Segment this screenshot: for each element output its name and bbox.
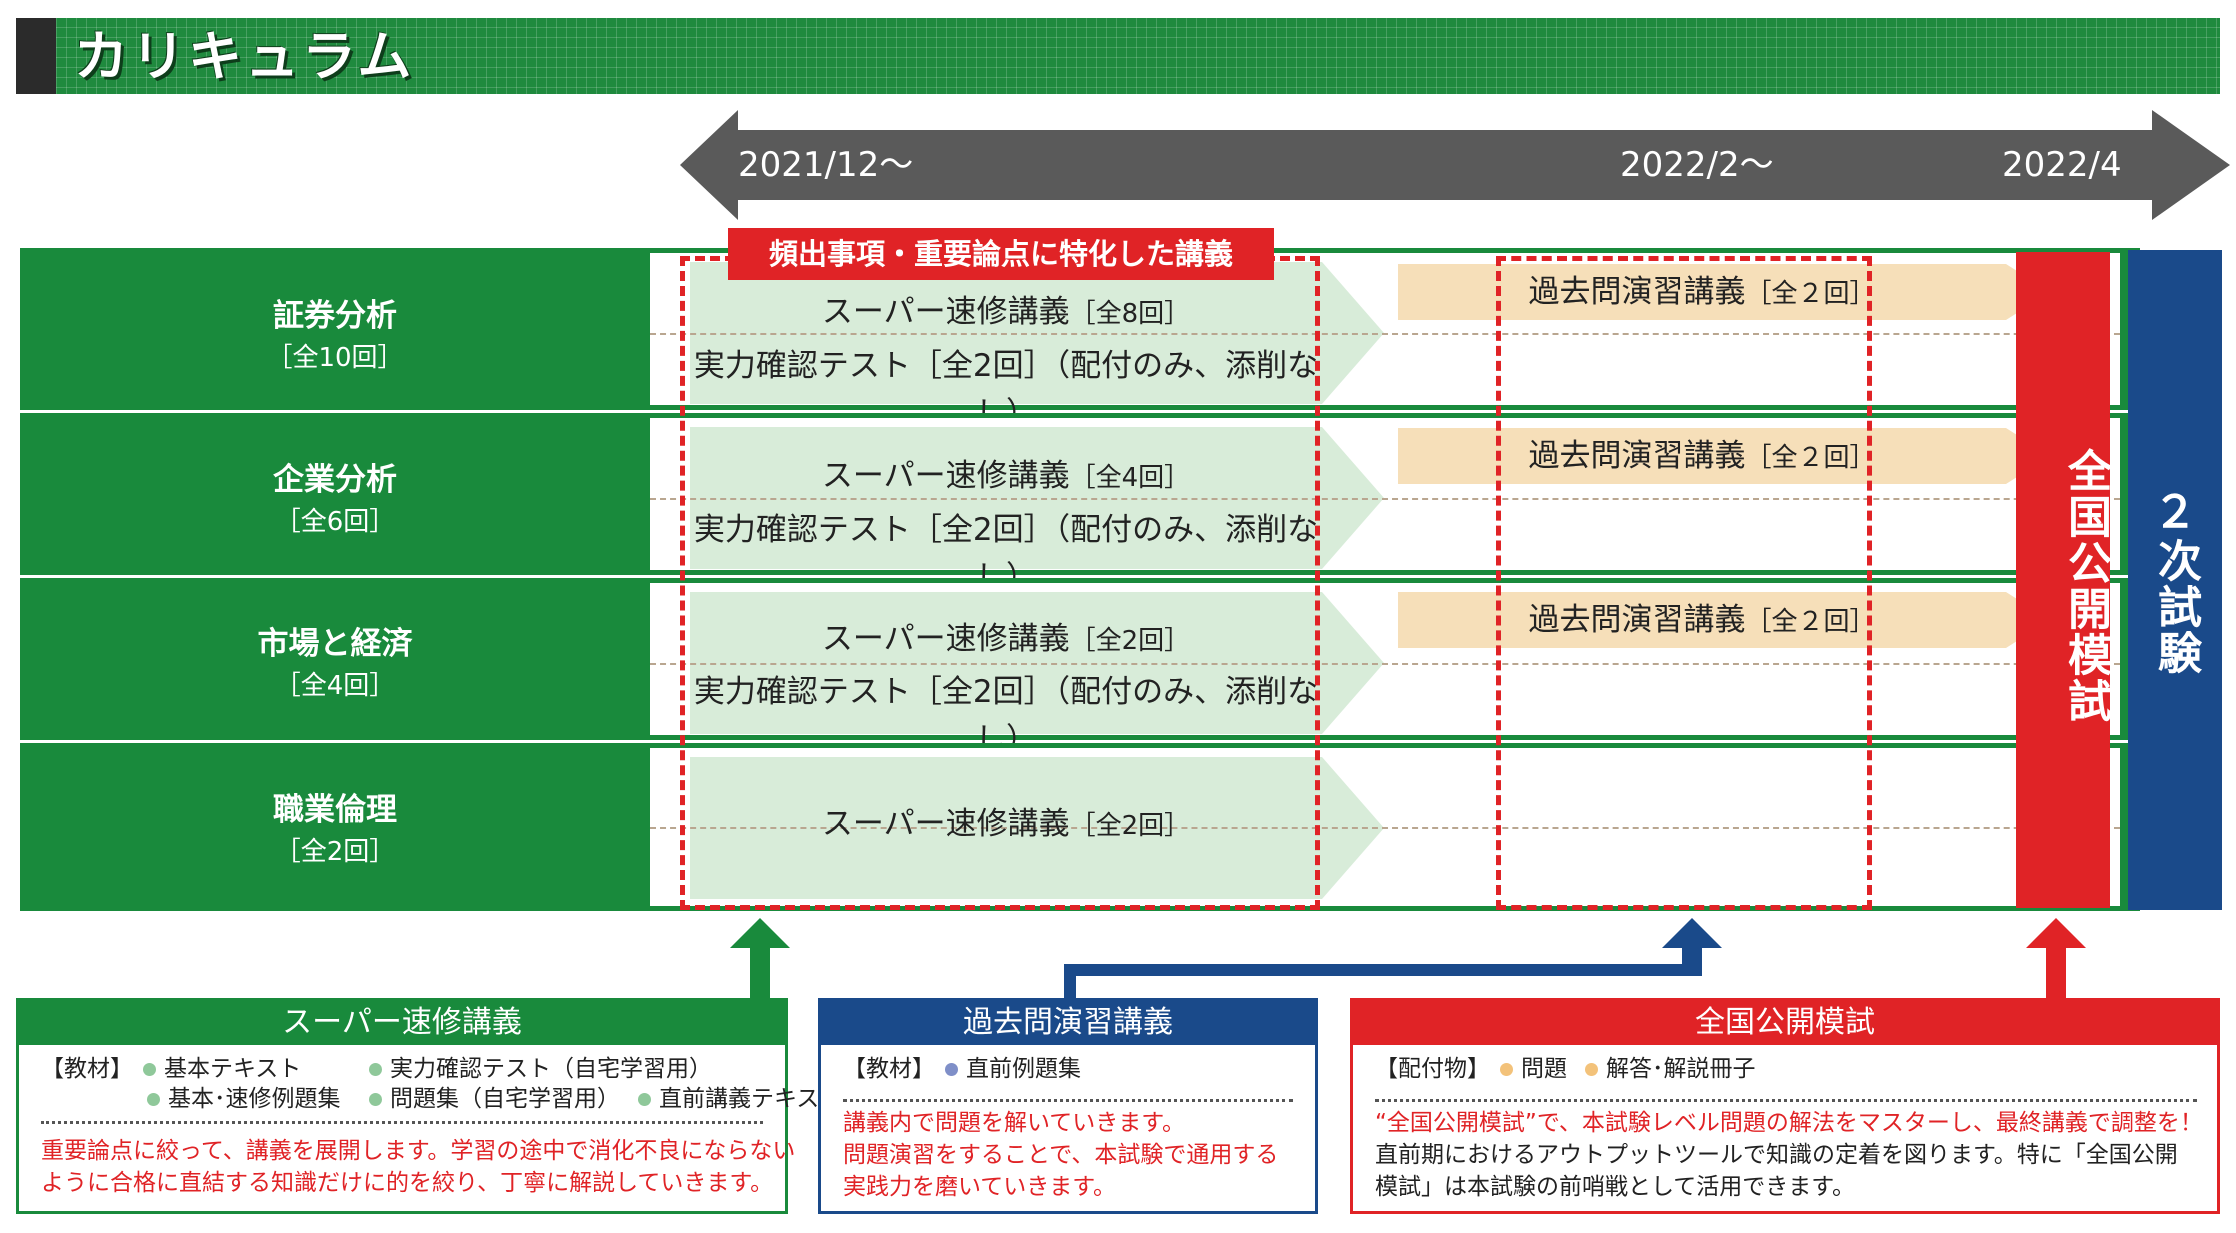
- focus-label: 頻出事項・重要論点に特化した講義: [728, 228, 1274, 280]
- timeline-arrow: [680, 110, 2230, 220]
- subject-count: ［全4回］: [274, 671, 396, 701]
- row-divider: [650, 333, 2120, 335]
- info-separator: [1375, 1099, 2197, 1102]
- info-desc-line-2: 模試」は本試験の前哨戦として活用できます。: [1375, 1174, 1856, 1200]
- mock-exam-bar: 全国公開模試: [2016, 252, 2111, 908]
- lecture-title: スーパー速修講義［全4回］: [821, 458, 1191, 494]
- subject-name: 証券分析: [273, 298, 397, 334]
- info-desc-red: “全国公開模試”で、本試験レベル問題の解法をマスターし、最終講義で調整を！: [1375, 1110, 2203, 1136]
- past-exam-info-box: 過去問演習講義 【教材】直前例題集 講義内で問題を解いていきます。 問題演習をす…: [818, 998, 1318, 1214]
- timeline-end-date: 2022/4: [2002, 145, 2122, 185]
- subject-count: ［全6回］: [274, 507, 396, 537]
- past-exam-title: 過去問演習講義［全２回］: [1528, 602, 1876, 638]
- info-separator: [41, 1121, 763, 1124]
- final-exam-number: ２: [2153, 487, 2197, 538]
- materials-line-1b: 実力確認テスト（自宅学習用）: [359, 1053, 712, 1085]
- header-banner: [16, 18, 2220, 94]
- subject-name: 企業分析: [273, 462, 397, 498]
- subject-count: ［全10回］: [266, 343, 404, 373]
- final-exam-label: 次試験: [2150, 538, 2201, 676]
- materials-line-1: 【配付物】問題解答･解説冊子: [1375, 1056, 1756, 1082]
- page-title: カリキュラム: [74, 25, 415, 88]
- mock-exam-up-arrow: [2026, 918, 2086, 1000]
- row-divider: [650, 827, 2120, 829]
- past-exam-period-frame: [1496, 256, 1872, 910]
- lecture-title: スーパー速修講義［全2回］: [821, 806, 1191, 842]
- past-exam-up-arrow: [1064, 918, 1722, 1002]
- test-title: 実力確認テスト［全2回］（配付のみ、添削なし）: [693, 674, 1319, 758]
- lecture-title: スーパー速修講義［全8回］: [821, 294, 1191, 330]
- info-box-title: 過去問演習講義: [821, 1001, 1315, 1045]
- subject-name: 職業倫理: [273, 792, 397, 828]
- past-exam-title: 過去問演習講義［全２回］: [1528, 274, 1876, 310]
- lecture-title: スーパー速修講義［全2回］: [821, 621, 1191, 657]
- row-divider: [650, 663, 2120, 665]
- materials-line-2: 基本･速修例題集: [137, 1083, 341, 1115]
- info-desc-line-1: 重要論点に絞って、講義を展開します。学習の途中で消化不良にならない: [41, 1138, 796, 1164]
- super-lecture-up-arrow: [730, 918, 790, 1000]
- subject-count: ［全2回］: [274, 837, 396, 867]
- info-box-title: スーパー速修講義: [19, 1001, 785, 1045]
- info-box-title: 全国公開模試: [1353, 1001, 2217, 1045]
- info-desc-line-1: 講義内で問題を解いていきます。: [843, 1110, 1186, 1136]
- timeline-start-date: 2021/12〜: [738, 145, 914, 185]
- info-desc-line-1: 直前期におけるアウトプットツールで知識の定着を図ります。特に「全国公開: [1375, 1142, 2178, 1168]
- header-tab-mark: [16, 18, 56, 94]
- row-divider: [650, 498, 2120, 500]
- materials-line-1: 【教材】基本テキスト: [41, 1056, 302, 1082]
- mock-exam-info-box: 全国公開模試 【配付物】問題解答･解説冊子 “全国公開模試”で、本試験レベル問題…: [1350, 998, 2220, 1214]
- focus-period-frame: [680, 256, 1320, 910]
- past-exam-title: 過去問演習講義［全２回］: [1528, 438, 1876, 474]
- info-separator: [843, 1099, 1293, 1102]
- info-desc-line-2: 問題演習をすることで、本試験で通用する: [843, 1142, 1279, 1168]
- materials-line-2b: 問題集（自宅学習用）直前講義テキスト: [359, 1083, 842, 1115]
- super-lecture-info-box: スーパー速修講義 【教材】基本テキスト 実力確認テスト（自宅学習用） 基本･速修…: [16, 998, 842, 1214]
- mock-exam-label: 全国公開模試: [2060, 448, 2111, 724]
- subject-name: 市場と経済: [257, 626, 413, 662]
- info-desc-line-3: 実践力を磨いていきます。: [843, 1174, 1117, 1200]
- info-desc-line-2: ように合格に直結する知識だけに的を絞り、丁寧に解説していきます。: [41, 1170, 774, 1196]
- timeline-mid-date: 2022/2〜: [1620, 145, 1774, 185]
- materials-line-1: 【教材】直前例題集: [843, 1056, 1081, 1082]
- final-exam-bar: ２ 次試験: [2128, 250, 2222, 910]
